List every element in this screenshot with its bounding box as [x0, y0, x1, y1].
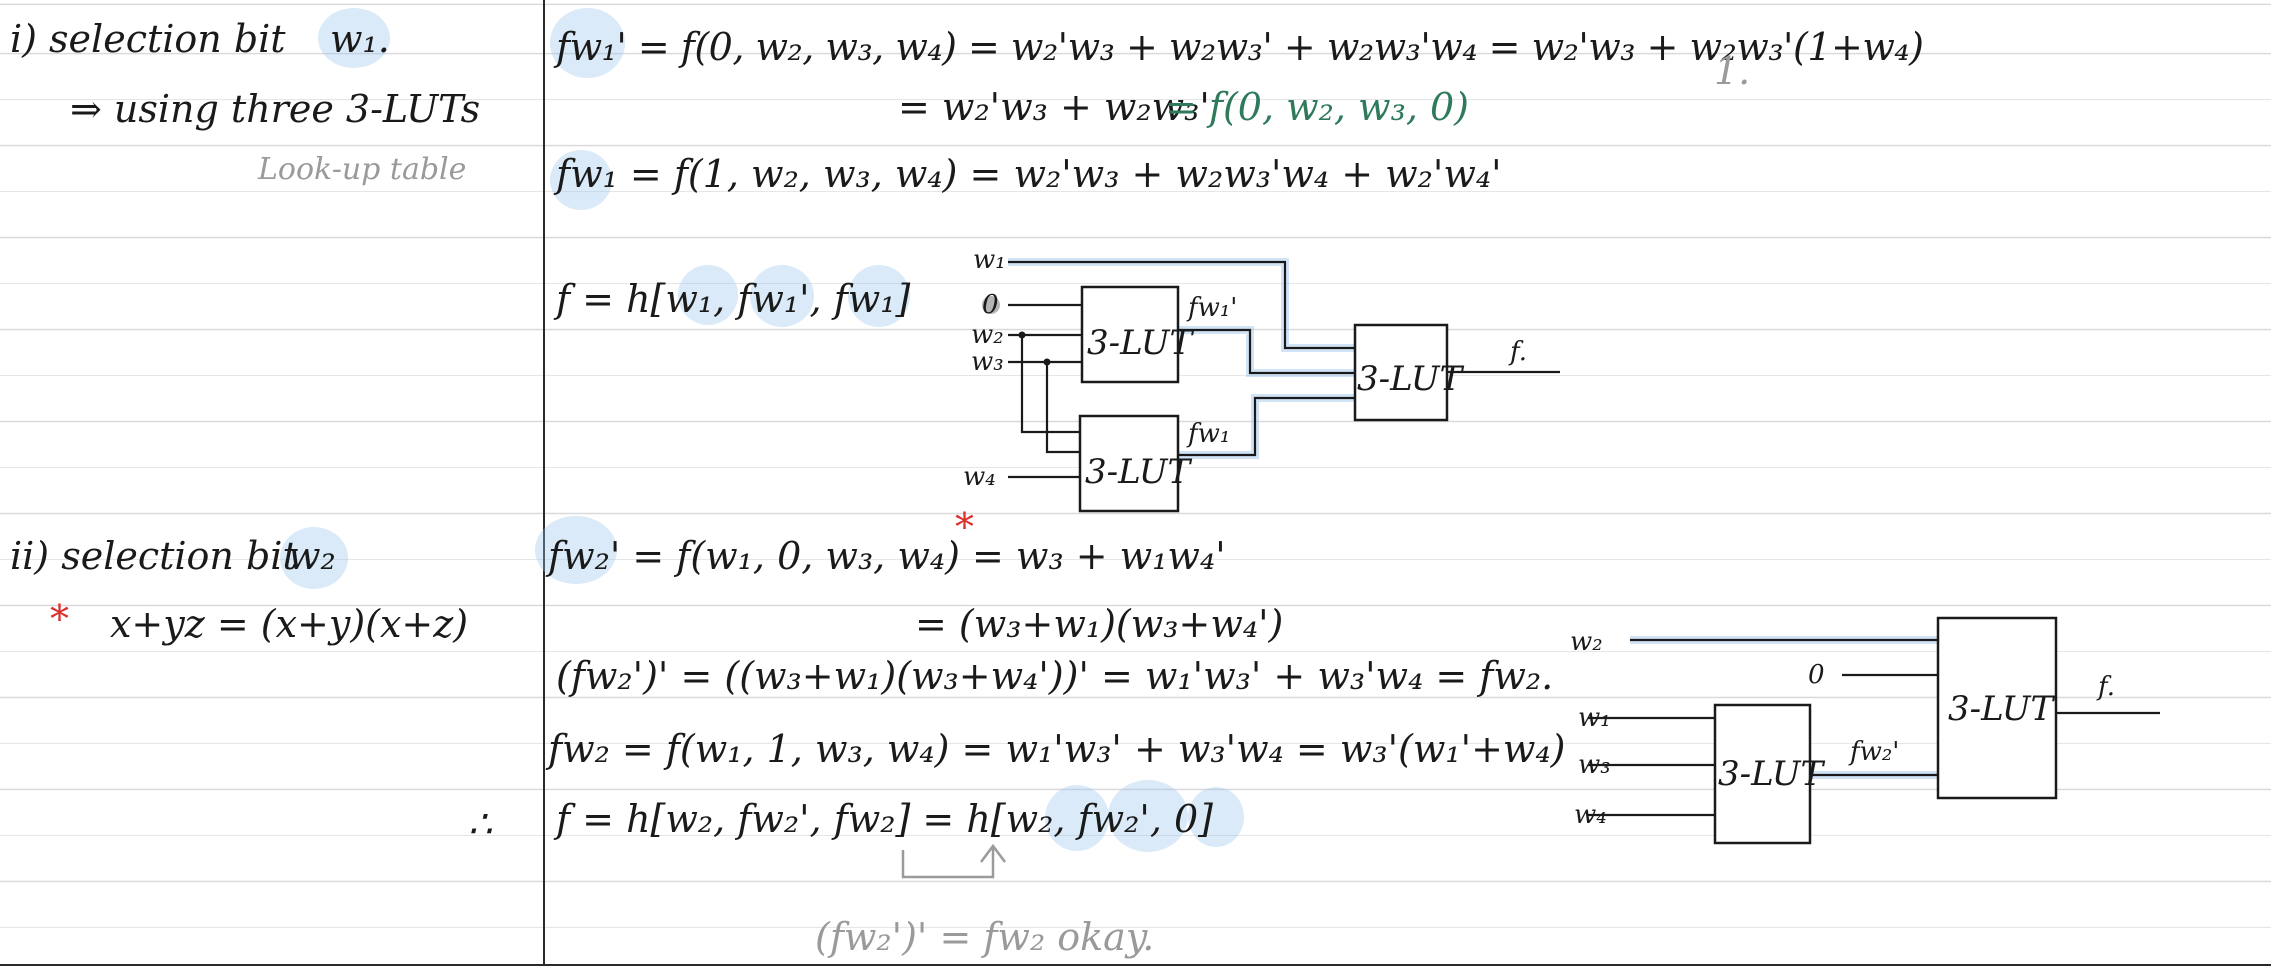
circuit1-label-f: f. — [1508, 337, 1527, 367]
part1-eq1-line2-green: = f(0, w₂, w₃, 0) — [1165, 85, 1469, 129]
circuit1-label-fw1: fw₁ — [1186, 419, 1230, 449]
circuit1-fw1-wire — [1178, 396, 1355, 457]
highlight-h-w1 — [678, 265, 738, 325]
circuit1-label-w3: w₃ — [971, 347, 1004, 377]
part2-note: (fw₂')' = fw₂ okay. — [815, 915, 1155, 959]
circuit1-lut-bottom-label: 3-LUT — [1085, 452, 1192, 492]
part2-eq1-line1: fw₂' = f(w₁, 0, w₃, w₄) = w₃ + w₁w₄' — [548, 534, 1226, 578]
circuit2-label-fw2p: fw₂' — [1848, 737, 1899, 767]
part2-eq4: f = h[w₂, fw₂', fw₂] = h[w₂, fw₂', 0] — [556, 797, 1214, 841]
highlight-fw2p — [535, 516, 617, 584]
circuit2: 3-LUT 3-LUT w₂ 0 w₁ w₃ w₄ fw₂' f. — [1570, 616, 2160, 845]
part2-selection-var: w₂ — [288, 534, 336, 578]
circuit1-w2-branch — [1020, 335, 1080, 434]
part2-eq3: fw₂ = f(w₁, 1, w₃, w₄) = w₁'w₃' + w₃'w₄ … — [548, 727, 1566, 771]
circuit1-label-w2: w₂ — [971, 320, 1004, 350]
highlight-fw1p — [550, 8, 625, 78]
bracket-arrow — [901, 843, 1006, 879]
circuit1-lut-output-label: 3-LUT — [1357, 359, 1464, 399]
bracket-arrow-line — [901, 848, 995, 879]
circuit2-lut-output-label: 3-LUT — [1948, 689, 2055, 729]
circuit1-w3-junction — [1043, 358, 1051, 366]
circuit2-label-w4: w₄ — [1574, 800, 1607, 830]
circuit1-label-0: 0 — [982, 290, 999, 320]
circuit1-label-fw1p: fw₁' — [1186, 293, 1237, 323]
highlight-h-0 — [1188, 787, 1244, 847]
circuit1-w3-branch — [1045, 362, 1080, 454]
circuit2-label-f: f. — [2096, 672, 2115, 702]
circuit2-lut-output — [1936, 616, 2058, 800]
circuit2-label-w1: w₁ — [1578, 703, 1611, 733]
circuit2-lut-input — [1713, 703, 1812, 845]
part2-eq1-line2: = (w₃+w₁)(w₃+w₄') — [915, 602, 1284, 646]
circuit1-w1-wire — [1008, 260, 1355, 350]
circuit1-label-w1: w₁ — [973, 245, 1006, 275]
highlight-h-fw1p — [750, 265, 814, 327]
part2-heading: ii) selection bit — [10, 534, 298, 578]
highlight-fw1 — [550, 150, 612, 210]
highlight-w1 — [318, 8, 390, 68]
part1-note: Look-up table — [258, 152, 467, 187]
part2-eq2: (fw₂')' = ((w₃+w₁)(w₃+w₄'))' = w₁'w₃' + … — [556, 654, 1554, 698]
part1-eq1-note: 1. — [1714, 49, 1751, 93]
margin-line — [543, 0, 545, 966]
circuit2-label-w2: w₂ — [1570, 627, 1603, 657]
therefore-symbol: ∴ — [468, 802, 493, 846]
circuit1-lut-bottom — [1078, 414, 1180, 513]
circuit2-label-w3: w₃ — [1578, 750, 1611, 780]
highlight-w2 — [280, 527, 348, 589]
part1-method: ⇒ using three 3-LUTs — [70, 87, 481, 131]
page-bottom-line — [0, 964, 2271, 966]
part1-heading: i) selection bit — [10, 17, 286, 61]
circuit2-label-0: 0 — [1808, 660, 1825, 690]
part1-eq2: fw₁ = f(1, w₂, w₃, w₄) = w₂'w₃ + w₂w₃'w₄… — [556, 152, 1502, 196]
part1-eq1-line1: fw₁' = f(0, w₂, w₃, w₄) = w₂'w₃ + w₂w₃' … — [556, 25, 1924, 69]
highlight-h-fw2p — [1108, 780, 1188, 852]
part1-eq3: f = h[w₁, fw₁', fw₁] — [556, 277, 911, 321]
circuit2-lut-input-label: 3-LUT — [1718, 754, 1825, 794]
circuit1-lut-top-label: 3-LUT — [1087, 323, 1194, 363]
highlight-h-fw1 — [848, 265, 910, 327]
highlight-h-w2 — [1045, 785, 1109, 851]
circuit1-label-w4: w₄ — [963, 462, 996, 492]
circuit1-fw1p-wire — [1178, 328, 1355, 375]
part1-eq1-line2: = w₂'w₃ + w₂w₃' — [898, 85, 1210, 129]
part2-star: * — [955, 505, 974, 549]
part2-star-left: * — [50, 597, 69, 641]
bracket-arrow-head-icon — [980, 843, 1006, 863]
part2-identity: x+yz = (x+y)(x+z) — [110, 602, 469, 646]
circuit1-zero-dot — [982, 296, 1000, 314]
part1-selection-var: w₁. — [330, 17, 390, 61]
circuit1-w2-junction — [1018, 331, 1026, 339]
circuit1: 3-LUT 3-LUT 3-LUT w₁ 0 w₂ w₃ w₄ fw₁' fw₁… — [963, 245, 1560, 513]
